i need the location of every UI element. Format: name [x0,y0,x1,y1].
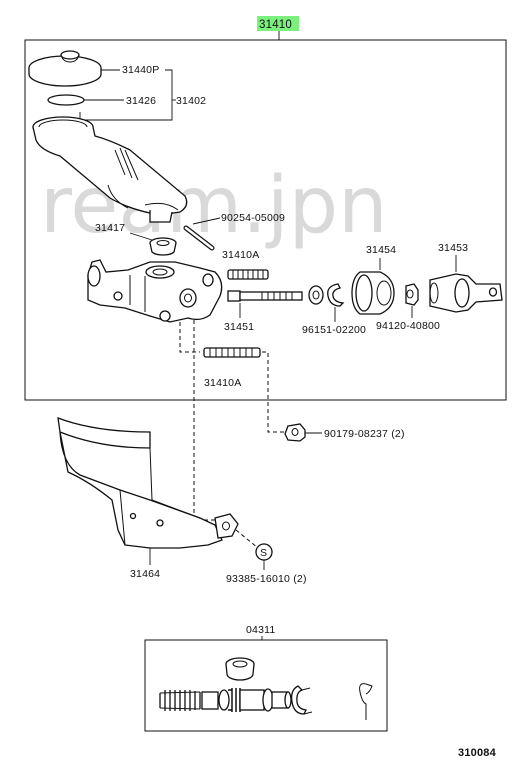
kit-cup[interactable] [225,657,255,681]
label-31464[interactable]: 31464 [130,568,160,580]
nut[interactable] [405,283,419,306]
label-90254[interactable]: 90254-05009 [221,212,285,224]
push-rod[interactable] [227,290,303,302]
label-31426[interactable]: 31426 [126,95,156,107]
grommet[interactable] [149,237,177,256]
label-31410a-bottom[interactable]: 31410A [204,377,241,389]
washer[interactable] [308,285,324,305]
assembly-label[interactable]: 31410 [259,19,292,31]
kit-label[interactable]: 04311 [246,624,275,636]
label-93385[interactable]: 93385-16010 (2) [226,573,307,585]
master-cylinder-body[interactable] [87,259,223,323]
boot[interactable] [351,271,395,315]
snap-ring[interactable] [327,283,345,307]
label-31453[interactable]: 31453 [438,242,468,254]
label-31410a-top[interactable]: 31410A [222,249,259,261]
label-31402[interactable]: 31402 [176,95,206,107]
hex-nut[interactable] [284,423,306,442]
dash-to-s-marker [235,529,259,549]
label-31451[interactable]: 31451 [224,321,254,333]
repair-kit-frame [144,639,388,732]
mounting-bracket[interactable] [57,417,239,549]
dash-to-nut [262,351,284,433]
label-31417[interactable]: 31417 [95,222,125,234]
reservoir-tank[interactable] [32,116,188,223]
kit-snap-ring[interactable] [290,685,307,715]
label-90179[interactable]: 90179-08237 (2) [324,428,405,440]
label-31454[interactable]: 31454 [366,244,396,256]
diagram-code: 310084 [458,747,497,759]
reservoir-gasket[interactable] [47,94,85,106]
assembly-frame [24,39,507,401]
kit-piston[interactable] [201,688,292,712]
stud-bottom[interactable] [203,347,261,358]
label-94120[interactable]: 94120-40800 [376,320,440,332]
assembly-label-highlight [257,16,299,31]
reservoir-cap[interactable] [28,50,102,87]
s-marker-label: S [260,547,267,559]
kit-spring[interactable] [159,690,201,711]
leader-31417 [129,232,153,241]
leader-90254 [192,217,221,225]
clevis[interactable] [429,273,503,313]
kit-clip[interactable] [359,683,373,720]
bracket-31402 [79,69,173,121]
label-96151[interactable]: 96151-02200 [302,324,366,336]
stud-top[interactable] [227,269,269,280]
label-31440p[interactable]: 31440P [122,64,159,76]
dash-to-stud [179,322,200,353]
pin[interactable] [183,225,215,251]
